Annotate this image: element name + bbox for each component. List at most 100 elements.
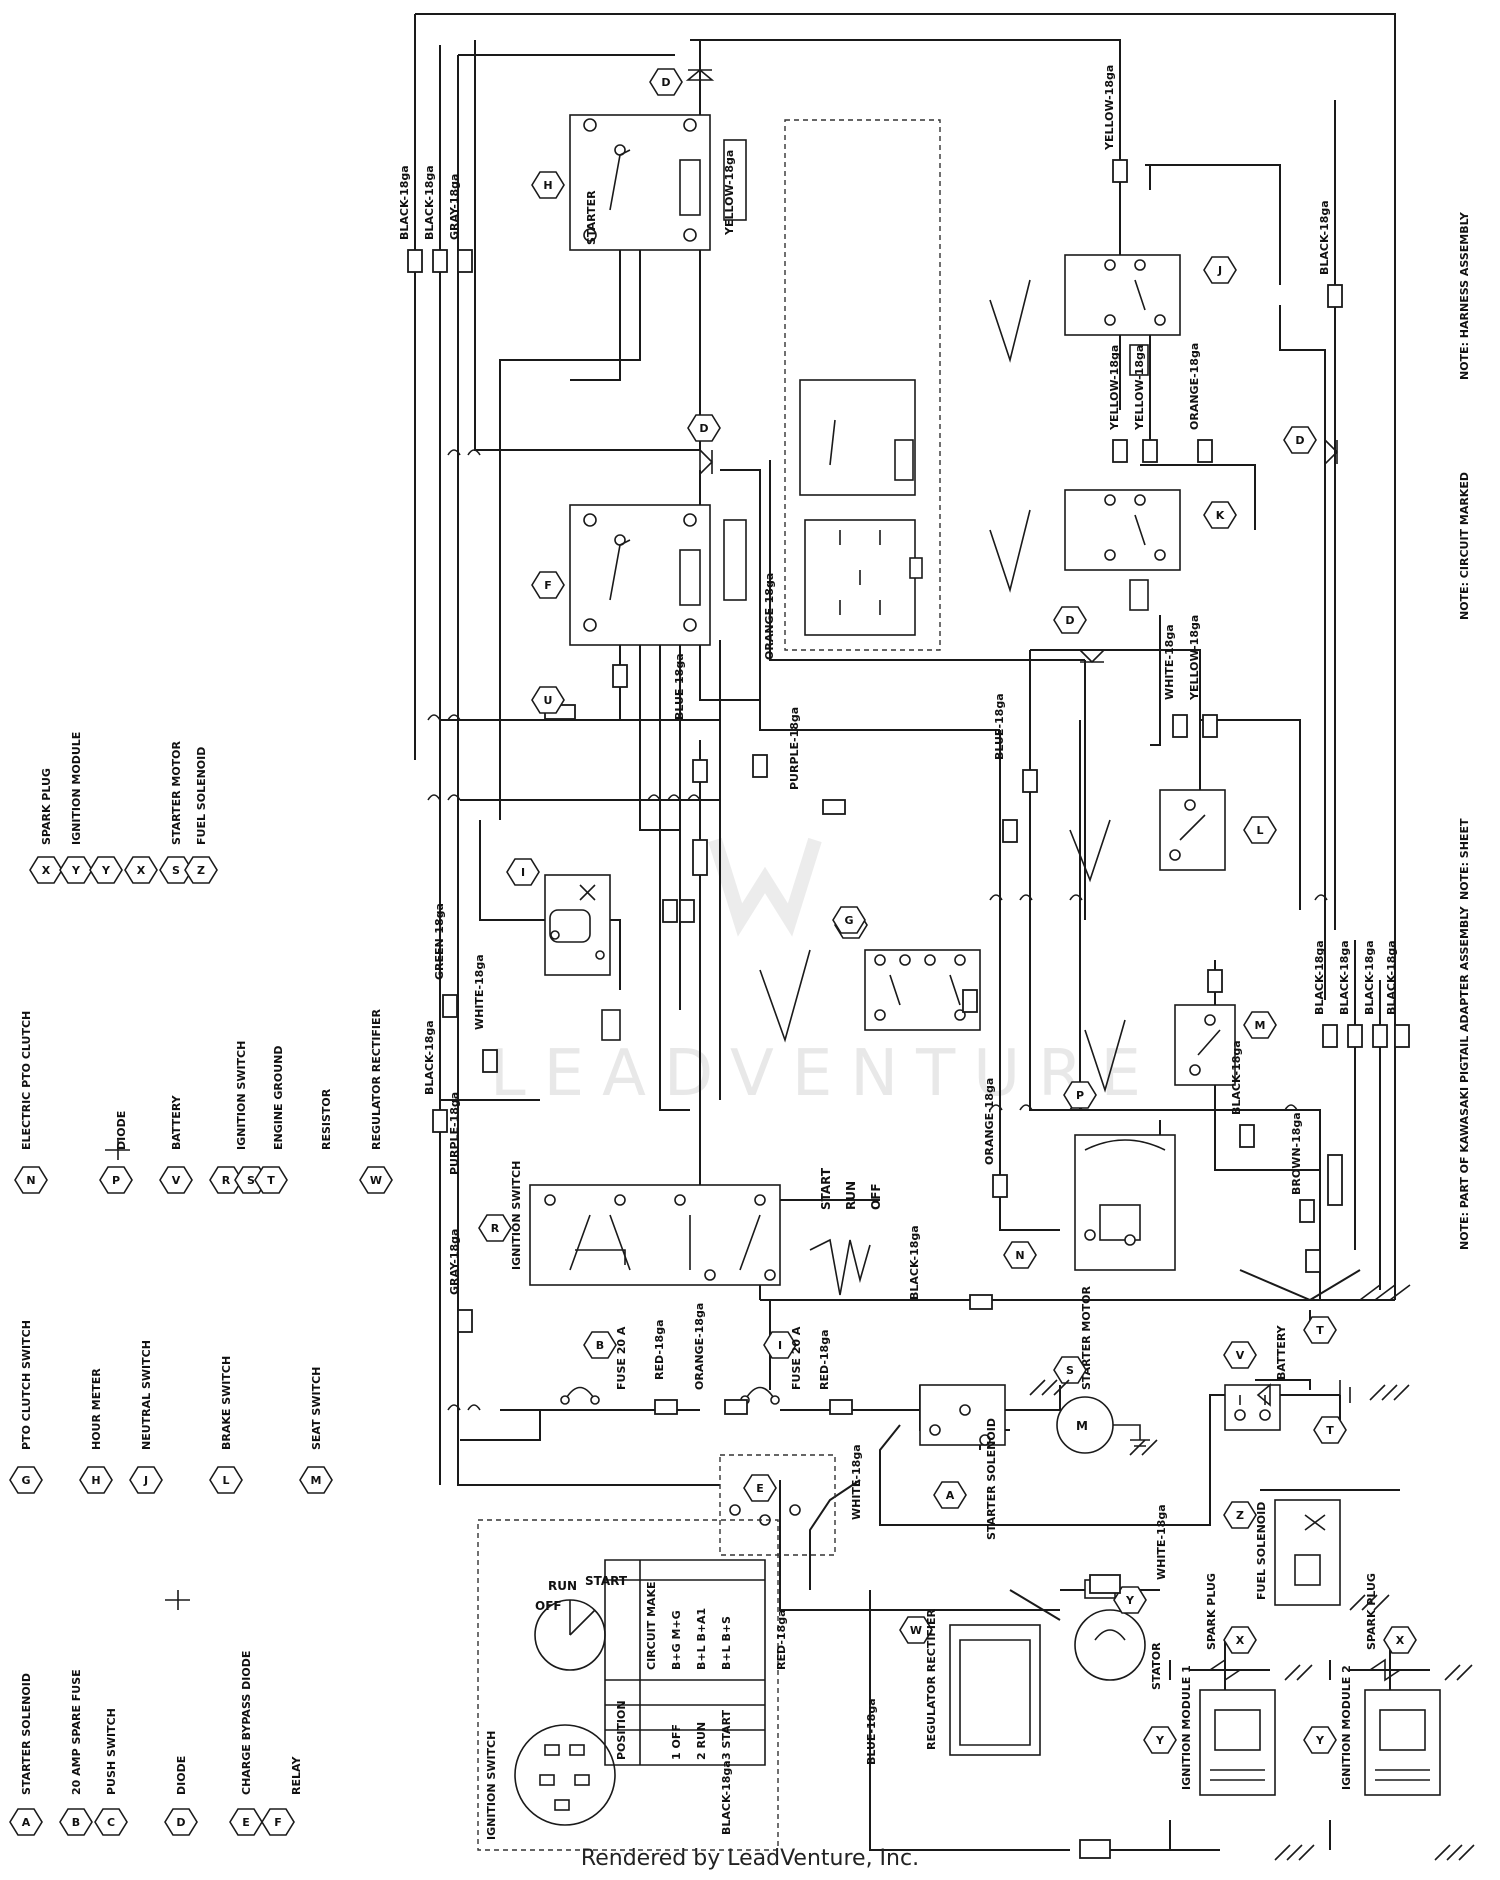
legend-text-B: 20 AMP SPARE FUSE: [70, 1669, 83, 1795]
relay-coil: [894, 439, 914, 481]
legend-text-R: IGNITION SWITCH: [235, 1041, 248, 1150]
svg-text:Y: Y: [1125, 1594, 1135, 1607]
svg-text:S: S: [1066, 1364, 1074, 1377]
legend-text-D: DIODE: [175, 1756, 188, 1795]
wire-connector: [1322, 1024, 1338, 1048]
hour-meter-connector: [601, 1009, 621, 1041]
legend-text-J: NEUTRAL SWITCH: [140, 1340, 153, 1450]
hex-marker-G2: [832, 906, 866, 934]
svg-text:T: T: [267, 1174, 275, 1187]
regulator-rectifier: W REGULATOR RECTIFIER: [899, 1608, 1041, 1756]
wire-connector: [1202, 714, 1218, 738]
svg-text:V: V: [1236, 1349, 1245, 1362]
wire-label-white: WHITE-18ga: [1163, 624, 1176, 700]
terminal: [1134, 259, 1146, 271]
legend-text-V: BATTERY: [170, 1094, 183, 1150]
hex-marker-S: [1053, 1356, 1087, 1384]
svg-text:Z: Z: [1236, 1509, 1244, 1522]
terminal: [764, 1269, 776, 1281]
svg-text:X: X: [1236, 1634, 1245, 1647]
svg-text:D: D: [1295, 434, 1304, 447]
starter-relay-label: STARTER: [585, 190, 598, 245]
wire-connector: [1305, 1249, 1321, 1273]
starter-solenoid: A STARTER SOLENOID: [919, 1384, 1006, 1540]
hex-marker-X3: [1303, 1726, 1337, 1754]
brake-switch: L: [1069, 789, 1277, 883]
switch-pin: [569, 1744, 585, 1756]
terminal: [874, 1009, 886, 1021]
wire-label-black-5: BLACK-18ga: [1230, 1040, 1243, 1115]
watermark: LEADVENTURE: [490, 837, 1159, 1111]
legend-hex-T: [254, 1166, 288, 1194]
battery-box: [1224, 1384, 1281, 1431]
legend-text-M: SEAT SWITCH: [310, 1367, 323, 1450]
hex-marker-U: [531, 686, 565, 714]
terminal: [590, 1395, 600, 1405]
ignition-table-pos-1: 1 OFF: [670, 1724, 683, 1760]
legend-text-A: STARTER SOLENOID: [20, 1673, 33, 1795]
hex-marker-E: [743, 1474, 777, 1502]
wire-label-white-4: WHITE-18ga: [850, 1444, 863, 1520]
svg-text:F: F: [544, 579, 552, 592]
hex-marker-F: [531, 571, 565, 599]
legend-hex-A: [9, 1808, 43, 1836]
ignition-detail-label: IGNITION SWITCH: [485, 1731, 498, 1840]
terminal: [1184, 799, 1196, 811]
svg-text:Y: Y: [1315, 1734, 1325, 1747]
svg-text:P: P: [112, 1174, 120, 1187]
ignition-table-header-position: POSITION: [615, 1700, 628, 1760]
hex-marker-D4: [1283, 426, 1317, 454]
ignition-module-1: Y IGNITION MODULE 1 X SPARK PLUG: [1143, 1573, 1276, 1796]
wire-label-orange-4: ORANGE-18ga: [983, 1078, 996, 1165]
svg-text:I: I: [521, 866, 525, 879]
legend-hex-F: [261, 1808, 295, 1836]
wire-connector: [1079, 1839, 1111, 1859]
fuel-solenoid-label: FUEL SOLENOID: [1255, 1502, 1268, 1600]
legend-hex-W: [359, 1166, 393, 1194]
legend-hex-V: [159, 1166, 193, 1194]
wire-label-yellow: YELLOW-18ga: [1103, 65, 1116, 151]
terminal: [1154, 549, 1166, 561]
starter-relay: H STARTER: [531, 114, 747, 251]
seat-switch: M: [1084, 1004, 1277, 1093]
hex-marker-N: [1003, 1241, 1037, 1269]
hex-marker-R: [478, 1214, 512, 1242]
battery-label: BATTERY: [1275, 1324, 1288, 1380]
wire-connector: [1372, 1024, 1388, 1048]
legend-text-Z: FUEL SOLENOID: [195, 747, 208, 845]
svg-text:X: X: [1396, 1634, 1405, 1647]
terminal: [683, 618, 697, 632]
crossover-arcs: [427, 449, 1328, 1411]
charge-diode: E: [719, 1454, 836, 1556]
hex-marker-P: [1063, 1081, 1097, 1109]
hex-marker-Z: [1223, 1501, 1257, 1529]
terminal: [979, 1434, 991, 1446]
wire-connector: [962, 989, 978, 1013]
starter-solenoid-label: STARTER SOLENOID: [985, 1418, 998, 1540]
terminal: [789, 1504, 801, 1516]
wire-label-black-7: BLACK-18ga: [1338, 940, 1351, 1015]
svg-text:S: S: [247, 1174, 255, 1187]
wire-label-white-2: WHITE-18ga: [473, 954, 486, 1030]
wire-connector: [692, 759, 708, 783]
legend-hex-M: [299, 1466, 333, 1494]
svg-text:N: N: [1015, 1249, 1024, 1262]
relay-connector: [723, 519, 747, 601]
legend-text-E: CHARGE BYPASS DIODE: [240, 1651, 253, 1795]
wire-connector: [432, 1109, 448, 1133]
terminal: [929, 1424, 941, 1436]
legend-text-W: REGULATOR RECTIFIER: [370, 1008, 383, 1150]
starter-motor: M STARTER MOTOR S: [1053, 1285, 1150, 1454]
neutral-switch-connector: [1129, 344, 1149, 376]
svg-text:D: D: [699, 422, 708, 435]
wire-label-yellow-3: YELLOW-18ga: [1108, 345, 1121, 431]
watermark-text: LEADVENTURE: [490, 1037, 1159, 1111]
svg-text:D: D: [1065, 614, 1074, 627]
legend-text-N: ELECTRIC PTO CLUTCH: [20, 1011, 33, 1150]
terminal: [899, 954, 911, 966]
pto-clutch: N P: [1003, 1081, 1176, 1271]
terminal: [874, 954, 886, 966]
svg-text:H: H: [543, 179, 552, 192]
legend-text-H: HOUR METER: [90, 1368, 103, 1450]
wire-label-brown: BROWN-18ga: [1290, 1112, 1303, 1195]
